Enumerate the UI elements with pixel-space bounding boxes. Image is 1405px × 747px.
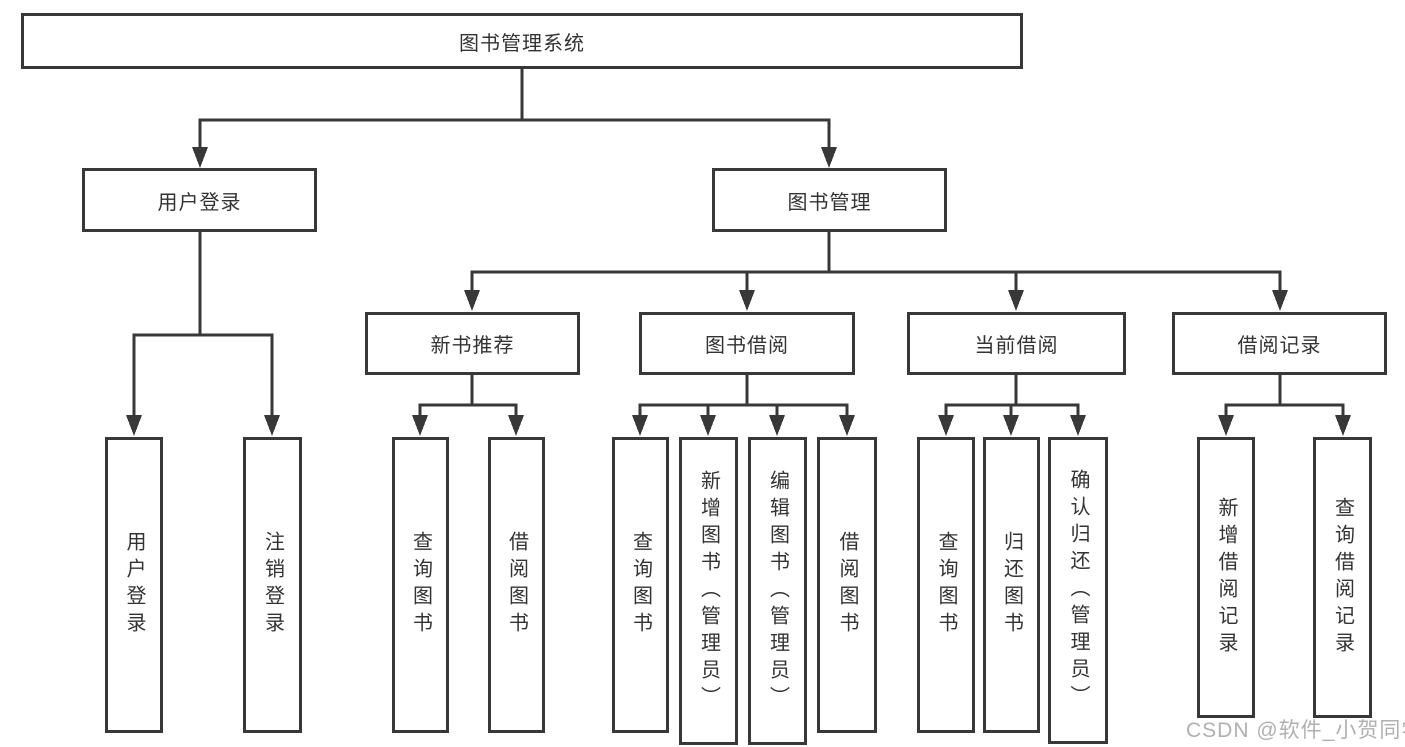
node-label: 借阅图书 [505, 531, 528, 639]
leaf-logout: 注销登录 [243, 437, 302, 733]
leaf-return-book: 归还图书 [983, 437, 1040, 733]
leaf-add-borrow-record: 新增借阅记录 [1197, 437, 1255, 718]
node-root-system: 图书管理系统 [21, 13, 1023, 69]
node-book-borrow: 图书借阅 [639, 312, 855, 375]
node-label: 注销登录 [261, 531, 284, 639]
leaf-borrow-book-recommend: 借阅图书 [488, 437, 545, 733]
node-label: 图书管理 [787, 191, 872, 214]
node-label: 编辑图书（管理员） [766, 469, 789, 713]
node-new-book-recommend: 新书推荐 [365, 312, 580, 375]
node-user-login: 用户登录 [82, 168, 317, 232]
leaf-query-borrow-record: 查询借阅记录 [1313, 437, 1372, 718]
arrow-down-icons [126, 147, 1351, 436]
leaf-add-book-admin: 新增图书（管理员） [679, 437, 738, 745]
node-label: 借阅记录 [1237, 335, 1322, 357]
node-label: 新书推荐 [430, 335, 515, 357]
node-label: 用户登录 [123, 531, 145, 639]
leaf-query-book-current: 查询图书 [917, 437, 975, 733]
node-label: 用户登录 [157, 191, 242, 214]
node-label: 新增图书（管理员） [697, 469, 720, 713]
leaf-edit-book-admin: 编辑图书（管理员） [748, 437, 807, 745]
node-label: 查询图书 [935, 531, 957, 639]
node-label: 借阅图书 [836, 531, 858, 639]
leaf-query-book-borrow: 查询图书 [612, 437, 669, 733]
node-label: 图书借阅 [705, 335, 789, 357]
csdn-watermark: CSDN @软件_小贺同学 [1186, 719, 1405, 742]
leaf-query-book-recommend: 查询图书 [392, 437, 449, 733]
node-label: 查询图书 [629, 531, 652, 639]
node-label: 归还图书 [1000, 531, 1023, 639]
leaf-borrow-book: 借阅图书 [817, 437, 877, 733]
node-label: 确认归还（管理员） [1067, 469, 1089, 712]
node-label: 当前借阅 [974, 335, 1059, 357]
node-book-management: 图书管理 [712, 168, 947, 232]
node-label: 查询图书 [409, 531, 432, 639]
node-borrow-records: 借阅记录 [1172, 312, 1387, 375]
leaf-user-login: 用户登录 [105, 437, 163, 733]
node-label: 图书管理系统 [459, 32, 585, 55]
leaf-confirm-return-admin: 确认归还（管理员） [1048, 437, 1108, 744]
node-label: 新增借阅记录 [1215, 496, 1237, 659]
node-current-borrow: 当前借阅 [907, 312, 1126, 375]
node-label: 查询借阅记录 [1331, 496, 1354, 659]
